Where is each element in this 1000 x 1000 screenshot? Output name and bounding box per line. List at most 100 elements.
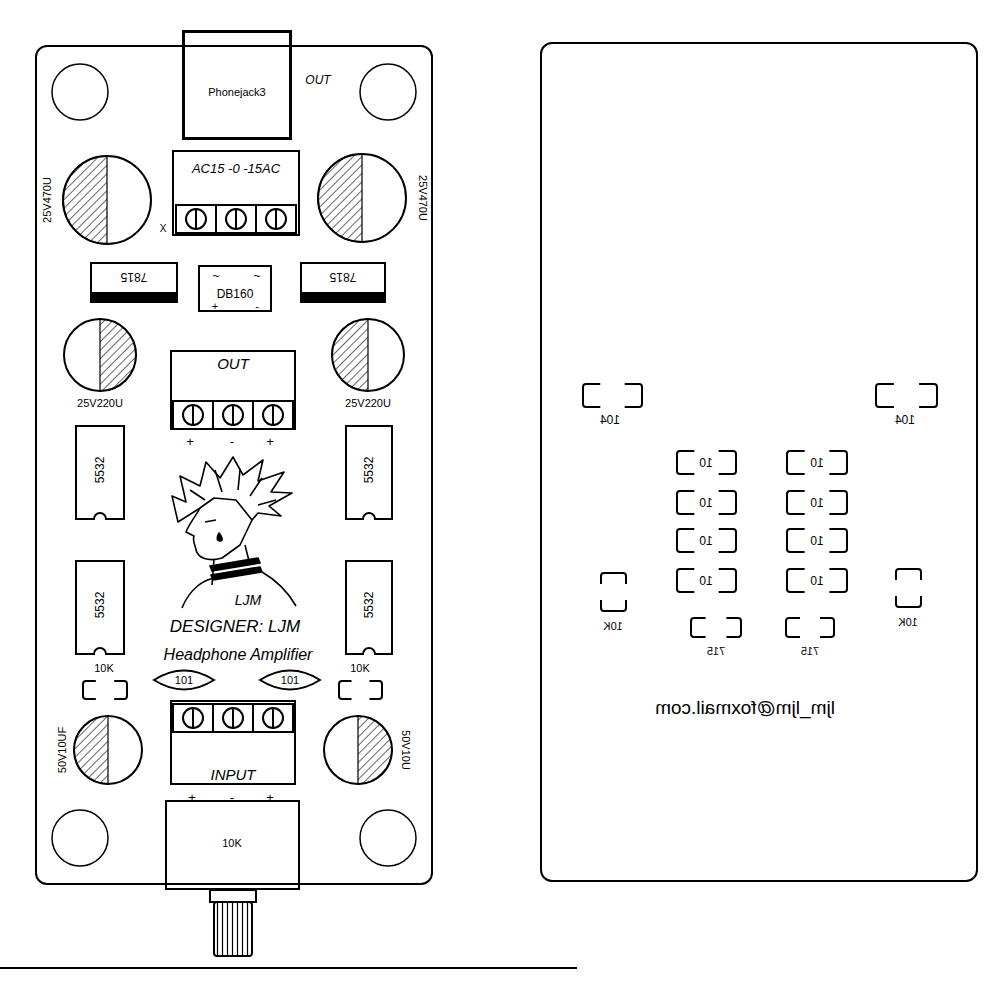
silkscreen-text: 7815 [330, 271, 357, 283]
silkscreen-text: - [255, 301, 259, 312]
smd-pad: 715 [690, 617, 742, 638]
silkscreen-label: LJM [235, 593, 261, 607]
silkscreen-text: OUT [305, 74, 330, 86]
portrait-eye [205, 520, 216, 522]
capacitor-polarity-hatch [358, 716, 392, 784]
smd-pad: 10 [786, 450, 848, 475]
portrait-hair [172, 457, 292, 522]
smd-pad: 104 [875, 383, 938, 408]
silkscreen-text: DB160 [217, 288, 254, 300]
smd-pad: 104 [582, 383, 643, 408]
silkscreen-text: 10 [699, 457, 712, 469]
screw-terminal [256, 205, 296, 233]
ceramic-capacitor-line [260, 671, 320, 690]
mounting-hole [52, 64, 108, 120]
smd-pad: 10K [600, 572, 627, 612]
silkscreen-text: DESIGNER: LJM [170, 618, 300, 635]
pcb-board: ljm_ljm@foxmail.com 104 104 10 10 10 10 10 10 10 1… [540, 42, 978, 882]
ceramic-capacitor-line [154, 671, 214, 690]
smd-pad: 10 [676, 528, 737, 553]
ceramic-capacitor: 101 [153, 670, 215, 690]
silkscreen-text: 10 [810, 535, 823, 547]
capacitor-outline-shape [331, 318, 405, 392]
silkscreen-text: AC15 -0 -15AC [192, 162, 280, 175]
smd-pad-line [787, 451, 847, 474]
portrait-face [186, 508, 252, 560]
smd-pad: 10 [676, 490, 737, 515]
smd-pad-line [896, 569, 921, 607]
capacitor-outline-shape [63, 318, 137, 392]
component-outline: ~~DB160+- [198, 265, 272, 312]
silkscreen-text: ~ [253, 270, 260, 282]
smd-pad-line [339, 681, 382, 699]
silkscreen-text: 10 [810, 457, 823, 469]
portrait-tear [217, 533, 222, 541]
smd-pad-shape [895, 568, 922, 608]
capacitor-outline: 25V470U [317, 153, 407, 243]
silkscreen-text: 5532 [94, 457, 106, 484]
mounting-hole [360, 810, 416, 866]
capacitor-outline: 25V220U [63, 318, 137, 392]
smd-pad-line [83, 681, 127, 699]
component-outline: INPUT+-+ [170, 700, 296, 785]
silkscreen-text: + [212, 301, 218, 312]
smd-pad: 715 [785, 617, 835, 638]
smd-pad: 10 [676, 568, 737, 593]
silkscreen-text: 10K [222, 838, 242, 849]
silkscreen-text: 10K [603, 621, 623, 632]
smd-pad-line [691, 618, 741, 637]
smd-pad-shape [600, 572, 627, 612]
silkscreen-text: 10K [350, 663, 370, 674]
pot-shaft [214, 902, 252, 956]
silkscreen-text: 5532 [363, 592, 375, 619]
capacitor-outline-line [318, 154, 406, 242]
ic-outline-line [76, 561, 124, 654]
smd-pad-shape [82, 680, 128, 700]
silkscreen-text: 5532 [94, 592, 106, 619]
silkscreen-label: X [160, 224, 167, 234]
smd-pad-line [677, 451, 736, 474]
ic-outline: 5532 [75, 425, 125, 520]
ic-outline: 5532 [345, 425, 393, 520]
silkscreen-text: Headphone Amplifier [164, 647, 313, 663]
smd-pad-shape [875, 383, 938, 408]
pot-collar [210, 890, 256, 902]
smd-pad: 10 [676, 450, 737, 475]
mounting-hole [360, 64, 416, 120]
ceramic-capacitor: 101 [259, 670, 321, 690]
component-outline: OUT+-+ [170, 350, 296, 430]
smd-pad: 10 [786, 528, 848, 553]
smd-pad-line [876, 384, 937, 407]
smd-pad: 10 [786, 568, 848, 593]
capacitor-polarity-hatch [332, 319, 368, 391]
screw-terminal [253, 704, 293, 732]
smd-pad-line [787, 529, 847, 552]
capacitor-polarity-hatch [74, 716, 108, 784]
silkscreen-text: + [266, 435, 274, 448]
silkscreen-text: 50V10U [400, 730, 411, 770]
smd-pad-line [787, 491, 847, 514]
capacitor-outline-shape [62, 155, 152, 245]
capacitor-outline-line [64, 319, 136, 391]
silkscreen-text: OUT [217, 356, 249, 371]
capacitor-outline-line [332, 319, 404, 391]
silkscreen-text: 715 [707, 646, 725, 657]
capacitor-polarity-hatch [100, 319, 136, 391]
silkscreen-text: 25V220U [345, 398, 391, 409]
smd-pad-shape [338, 680, 383, 700]
mounting-hole [52, 810, 108, 866]
silkscreen-text: - [230, 435, 234, 448]
screw-terminal [173, 401, 213, 429]
silkscreen-text: 50V10UF [57, 727, 68, 773]
capacitor-outline-line [74, 716, 142, 784]
smd-pad: 10K [895, 568, 922, 608]
screw-terminal [213, 401, 253, 429]
smd-pad-shape [785, 617, 835, 638]
silkscreen-text: ljm_ljm@foxmail.com [655, 698, 835, 717]
smd-pad-shape [582, 383, 643, 408]
silkscreen-text: Phonejack3 [208, 87, 266, 98]
ic-outline-line [346, 426, 392, 519]
portrait-collar [210, 558, 262, 580]
screw-terminal [213, 704, 253, 732]
